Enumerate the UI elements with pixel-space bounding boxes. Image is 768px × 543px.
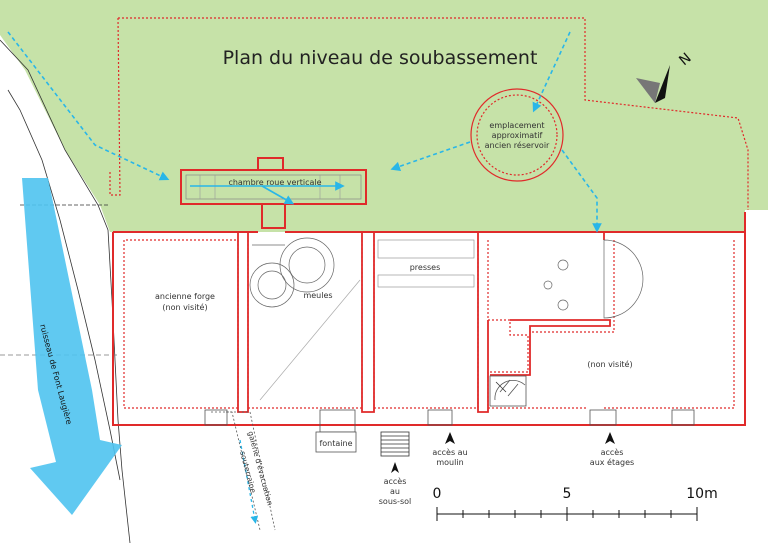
meules-label: meules [303,291,332,300]
scale-end: 10m [686,486,717,502]
galerie-channel [211,411,276,531]
galerie-water [239,439,259,524]
vegetation-area [0,0,768,232]
building-walls [112,212,746,426]
water-flow-arrows [7,31,602,233]
press-wheel [543,239,644,319]
reservoir-label-2: approximatif [492,131,543,140]
solid-walls [237,232,611,413]
access-arrows [391,432,615,473]
plan-title: Plan du niveau de soubassement [223,47,538,69]
forge-label-1: ancienne forge [155,292,215,301]
meules-drawing [249,237,361,401]
sous-sol-label-3: sous-sol [379,497,411,506]
fontaine-label: fontaine [319,439,352,448]
spiral-stair [489,375,527,407]
reservoir-outer [470,88,564,182]
etages-label-1: accès [601,447,624,457]
north-arrow-icon [636,65,670,103]
reservoir-label-1: emplacement [489,121,544,130]
wall-openings [204,409,695,433]
property-boundary [109,17,749,210]
reservoir-inner [476,94,558,176]
fontaine-box [315,431,357,453]
chambre-roue [180,157,367,229]
scale-mid: 5 [563,486,572,502]
non-visite-label: (non visité) [587,359,632,369]
stream-arrow [22,178,122,515]
reservoir-label-3: ancien réservoir [485,140,550,150]
chambre-label: chambre roue verticale [228,178,321,187]
scale-bar [436,507,698,521]
etages-label-2: aux étages [590,457,634,467]
presses-drawing [377,239,475,288]
presses-label: presses [410,263,441,272]
sous-sol-label-1: accès [384,476,407,486]
sous-sol-label-2: au [390,487,400,496]
moulin-label-2: moulin [436,458,463,467]
scale-zero: 0 [433,486,442,502]
forge-label-2: (non visité) [162,302,207,312]
moulin-label-1: accès au [432,447,467,457]
steps-sous-sol [380,431,410,457]
